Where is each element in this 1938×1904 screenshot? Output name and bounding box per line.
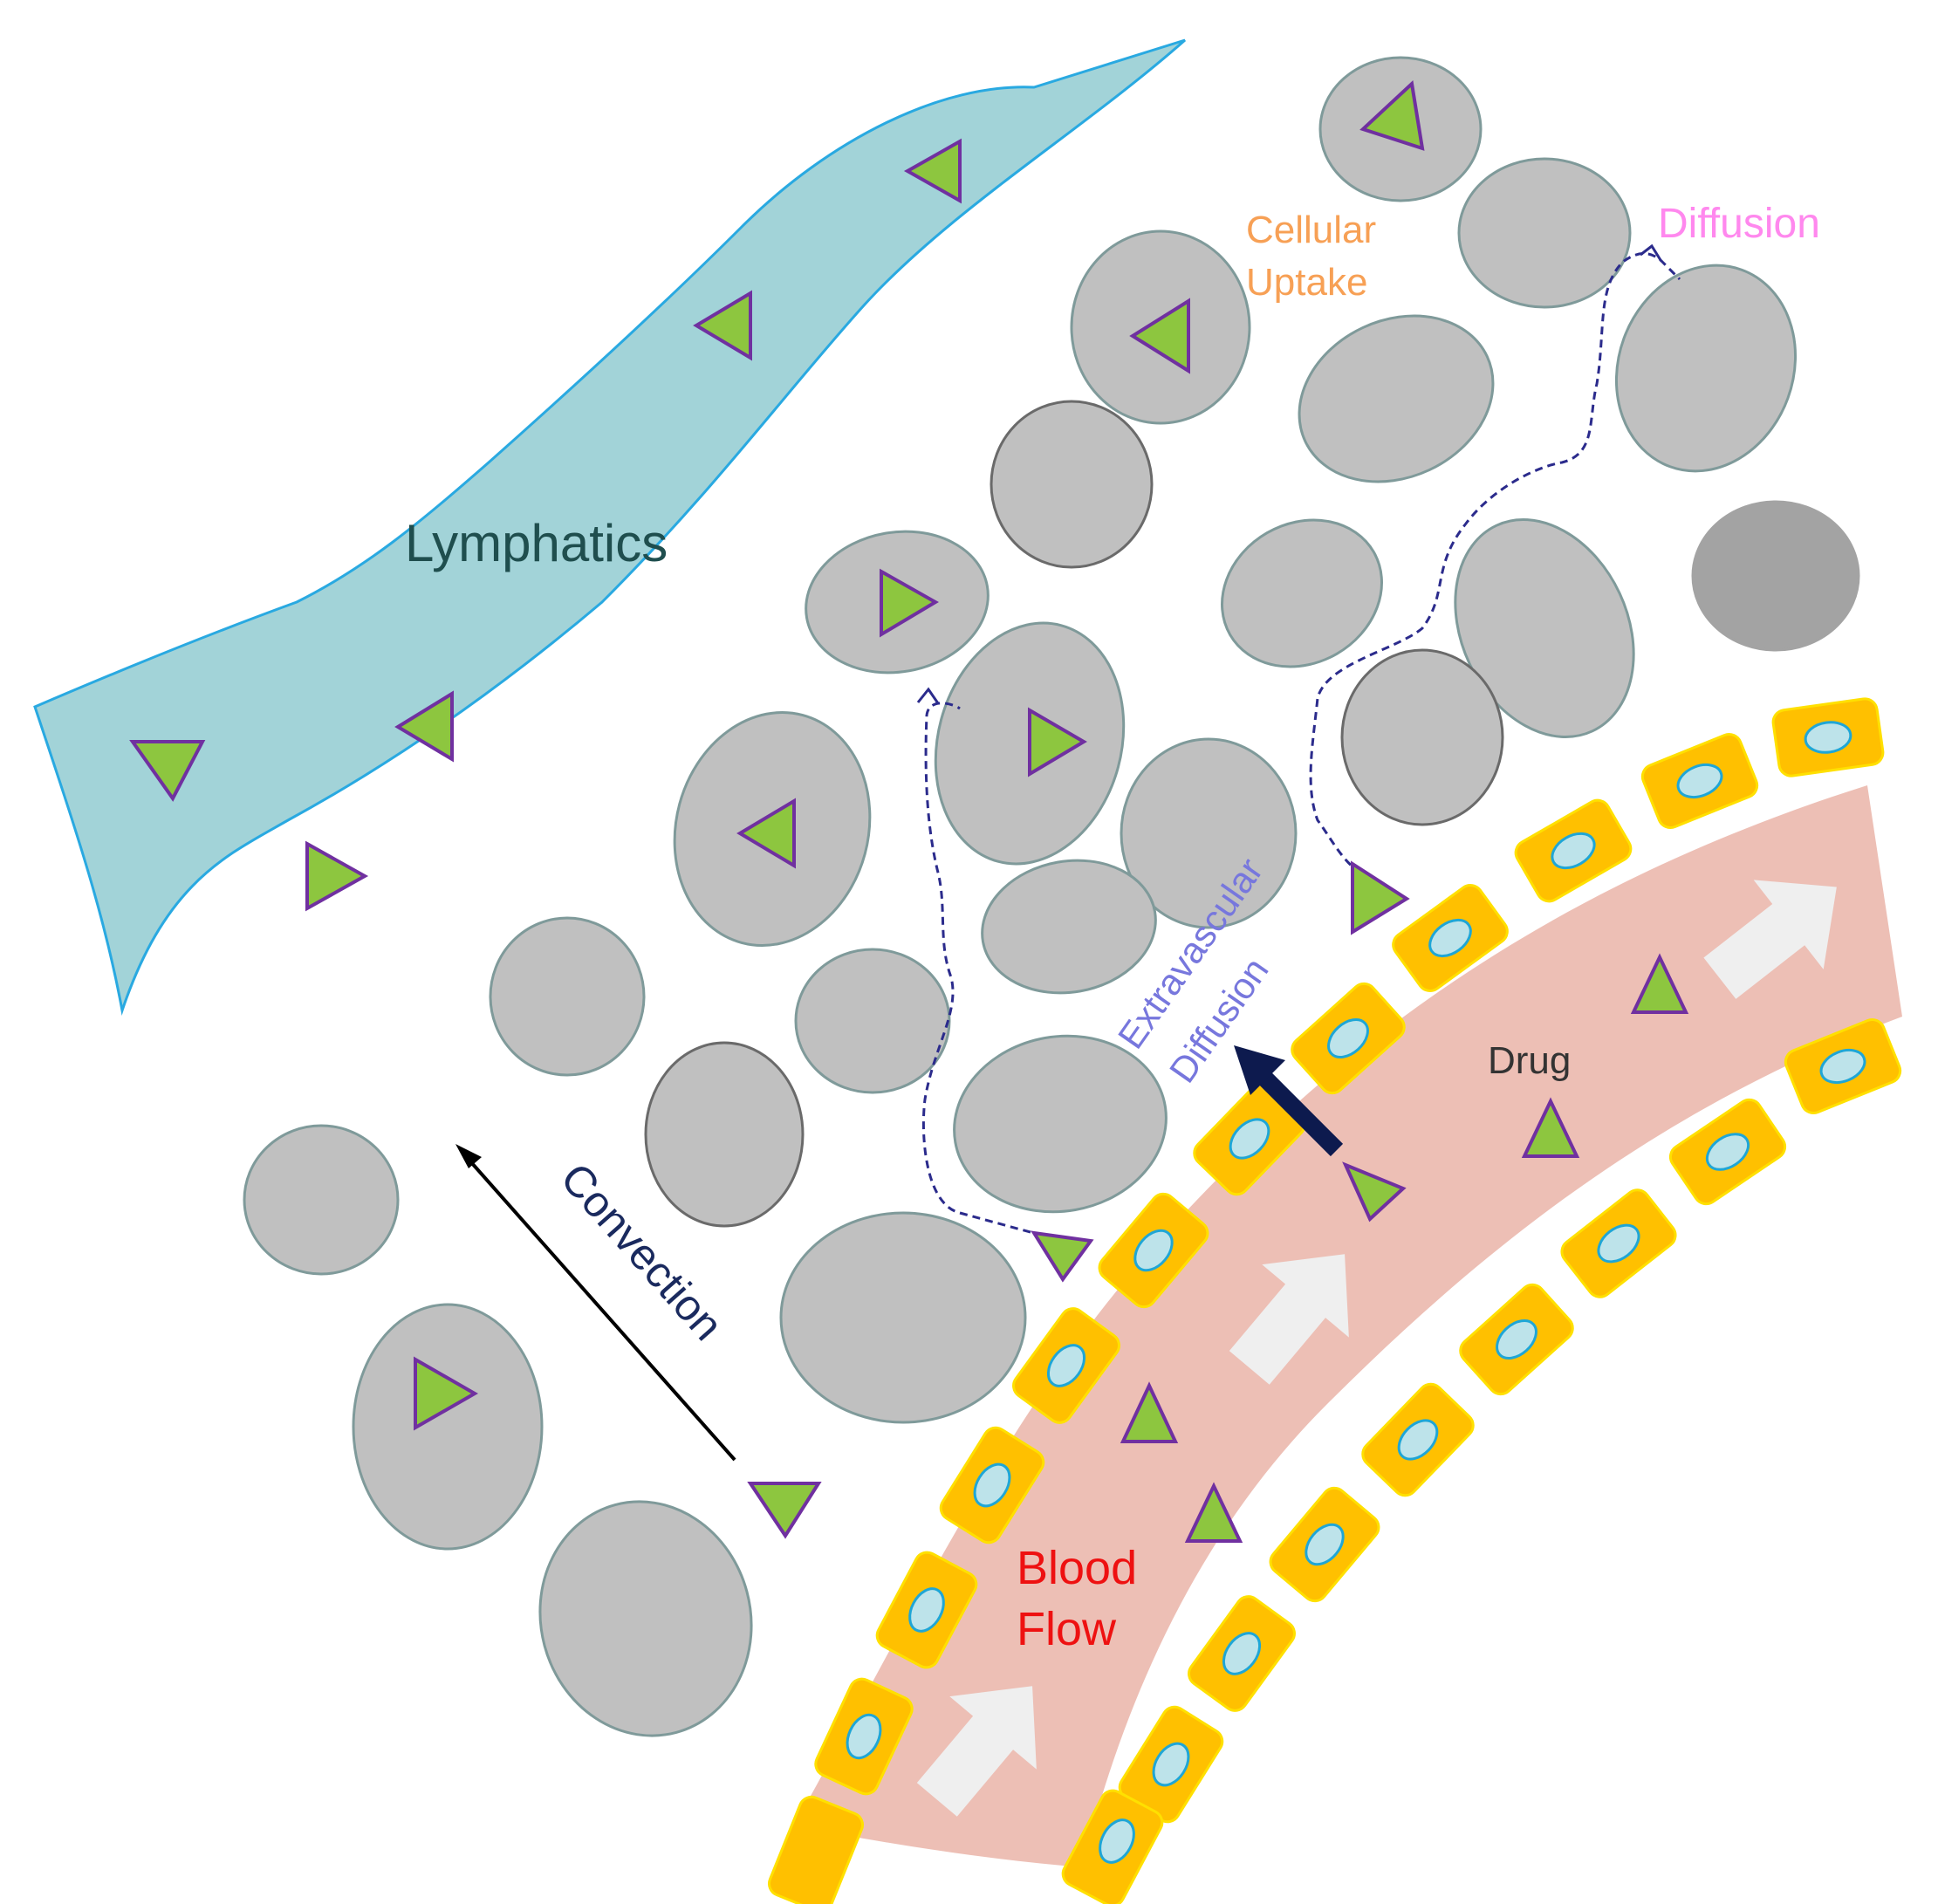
drug-triangle-icon — [1352, 864, 1407, 932]
tissue-cell — [991, 401, 1152, 567]
tissue-cell — [244, 1126, 398, 1274]
tissue-cell — [1693, 502, 1859, 650]
blood-flow-label-line2: Flow — [1017, 1603, 1117, 1655]
drug-triangle-icon — [750, 1483, 818, 1536]
cellular-uptake-label-line1: Cellular — [1246, 209, 1376, 251]
tissue-cell — [1342, 650, 1503, 825]
tissue-cell — [1459, 159, 1630, 307]
tissue-cell — [646, 1043, 803, 1226]
tissue-cell — [796, 949, 949, 1092]
cellular-uptake-label-line2: Uptake — [1246, 261, 1367, 304]
tissue-cell — [514, 1478, 777, 1760]
lymphatics-label: Lymphatics — [405, 514, 668, 572]
convection-arrowhead — [455, 1144, 482, 1168]
drug-triangle-icon — [1034, 1233, 1091, 1279]
diffusion-label: Diffusion — [1658, 201, 1820, 247]
diffusion-path-left-arrowhead — [918, 689, 938, 703]
diffusion-path-right-arrowhead — [1640, 246, 1661, 260]
tissue-cell — [490, 918, 644, 1075]
tissue-cell — [353, 1305, 542, 1549]
tissue-cell — [781, 1213, 1025, 1422]
drug-triangle-icon — [307, 844, 365, 908]
blood-flow-label-line1: Blood — [1017, 1542, 1137, 1594]
drug-label: Drug — [1488, 1039, 1571, 1082]
tissue-cell — [1272, 285, 1521, 512]
tissue-cell — [1588, 240, 1824, 497]
